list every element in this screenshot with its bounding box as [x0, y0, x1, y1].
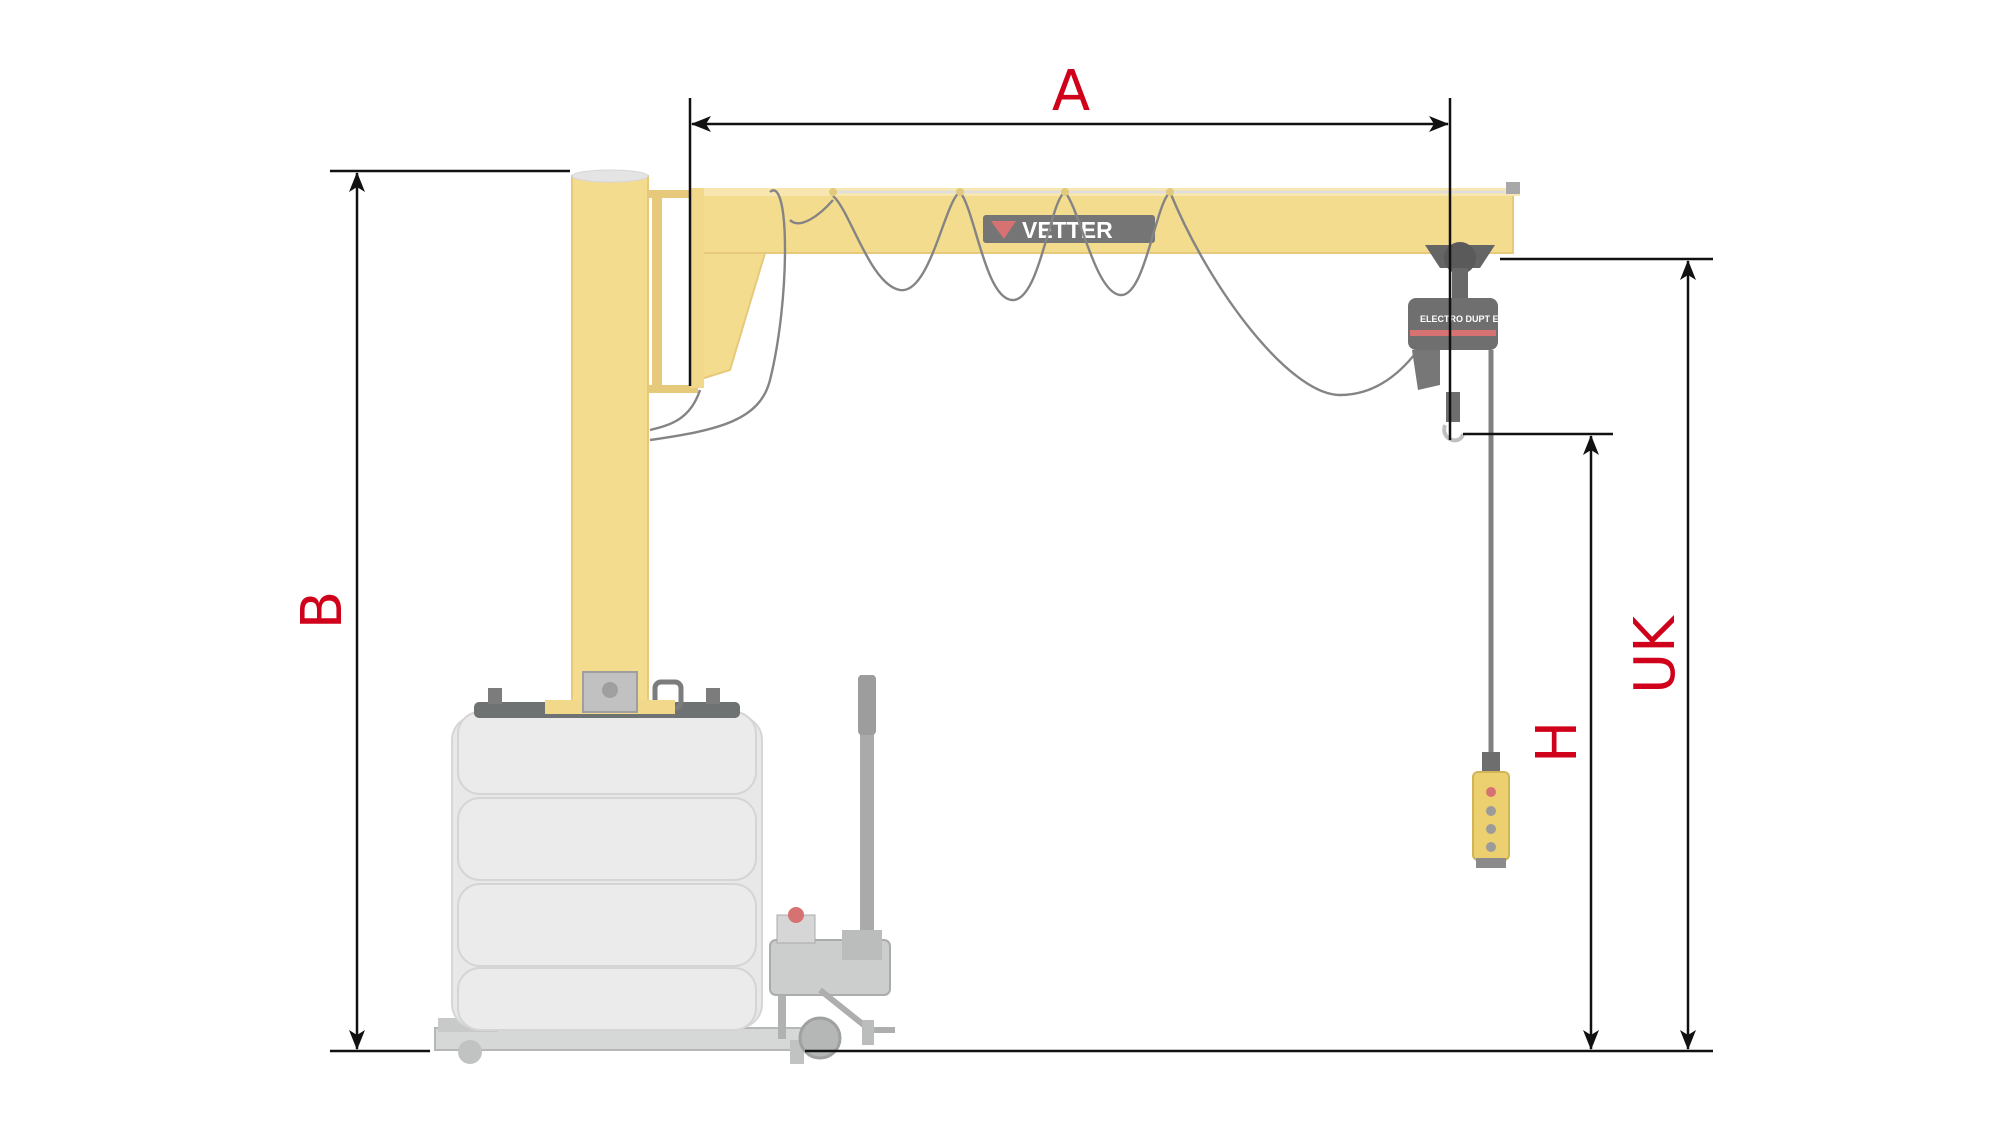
electric-chain-hoist: ELECTRO DUPT E2	[1408, 242, 1504, 443]
dimension-labels: A B H UK	[290, 59, 1688, 763]
dim-h-label: H	[1525, 721, 1590, 763]
transport-drive-unit	[769, 675, 895, 1060]
pendant-control	[1472, 350, 1510, 868]
dimension-lines	[330, 98, 1713, 1053]
dim-uk-label: UK	[1623, 615, 1688, 694]
festoon-cable	[649, 188, 1505, 442]
hoist-label: ELECTRO DUPT E2	[1420, 314, 1504, 324]
vetter-logo: VETTER	[1022, 217, 1113, 243]
crane-illustration: VETTER ELECTRO DUPT E2	[434, 169, 1520, 1064]
jib-arm: VETTER	[690, 182, 1520, 388]
crane-column	[545, 169, 698, 714]
dim-b-label: B	[290, 591, 355, 629]
dim-a-label: A	[1052, 59, 1090, 124]
counterweight-stack	[451, 679, 763, 1031]
